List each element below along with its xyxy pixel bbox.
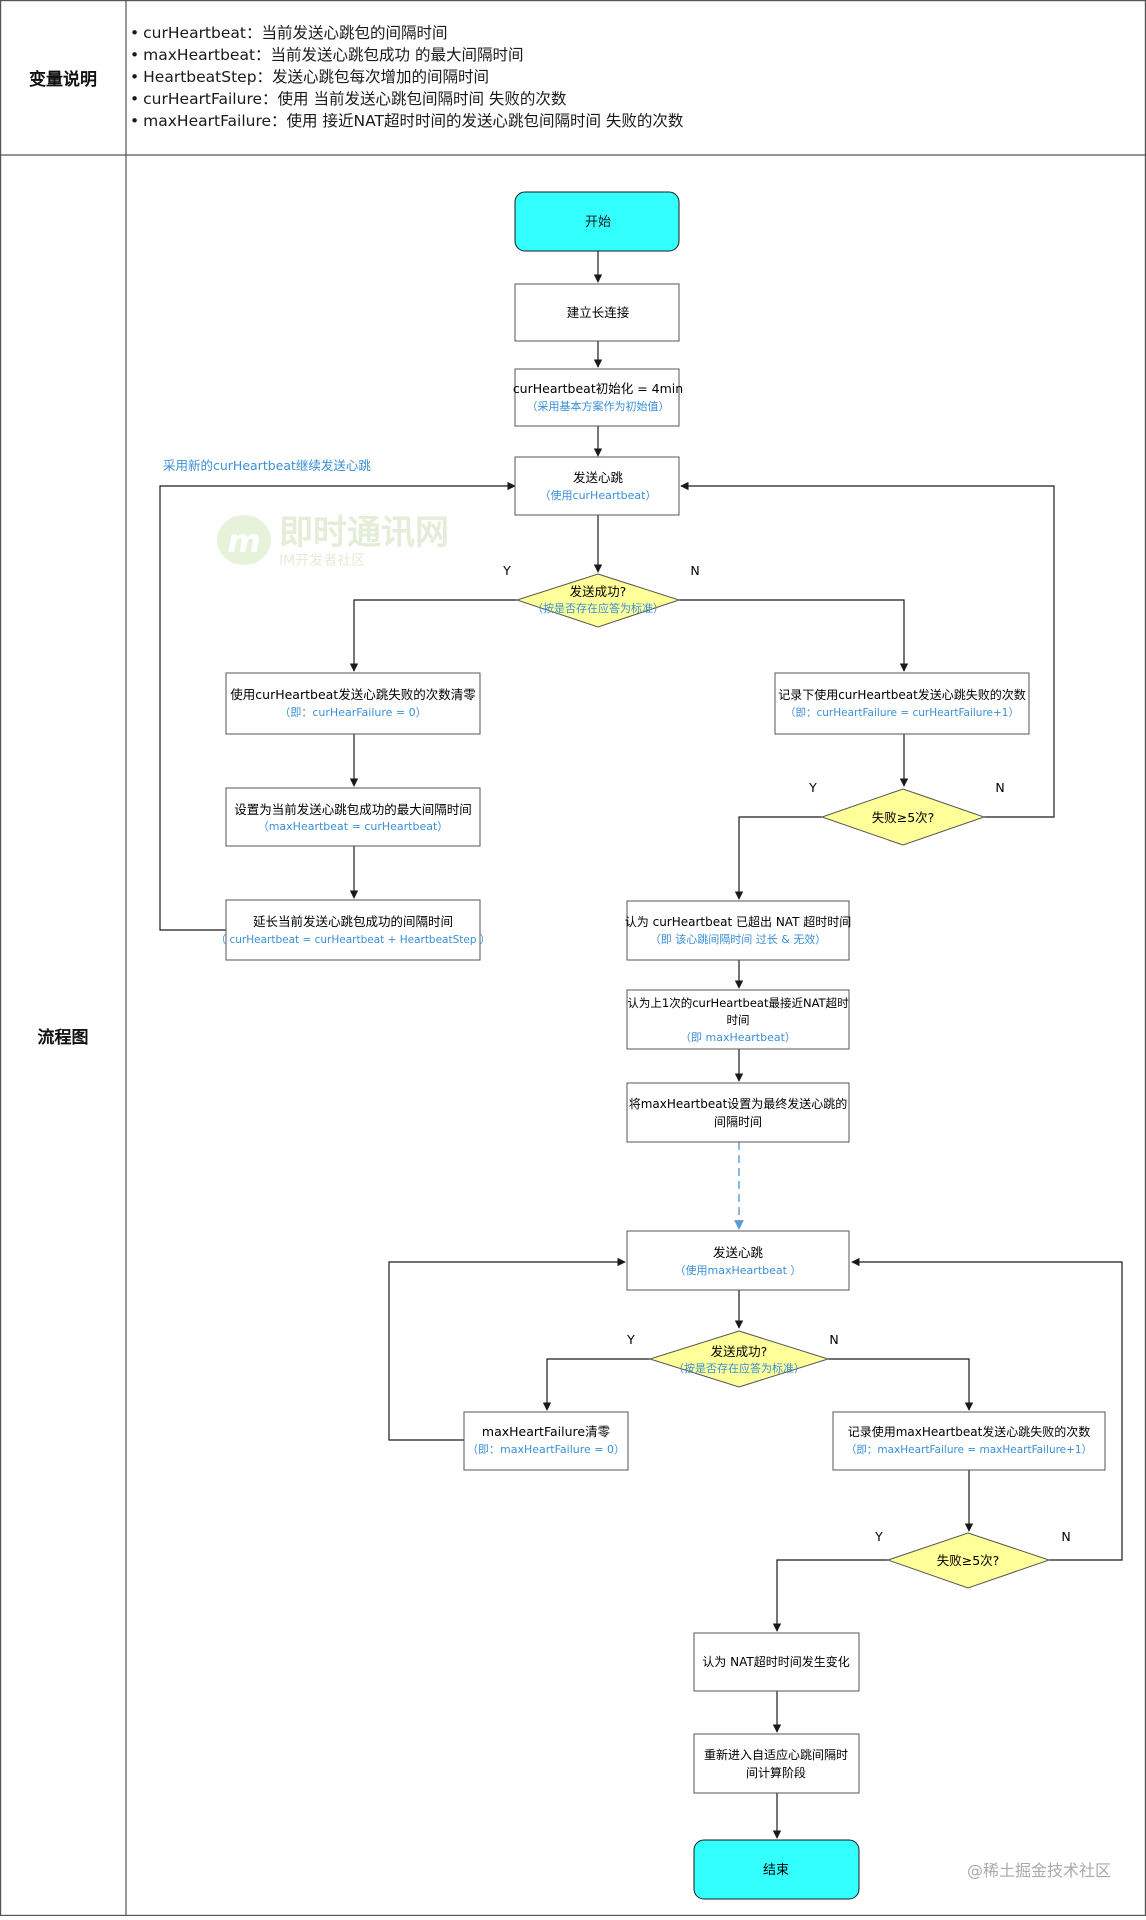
- variable-item: •curHeartFailure：使用 当前发送心跳包间隔时间 失败的次数: [130, 90, 567, 108]
- footer-watermark: @稀土掘金技术社区: [967, 1861, 1111, 1880]
- variable-item: •maxHeartFailure：使用 接近NAT超时时间的发送心跳包间隔时间 …: [130, 112, 684, 130]
- init-node: curHeartbeat初始化 = 4min （采用基本方案作为初始值）: [513, 368, 683, 427]
- init-sub: （采用基本方案作为初始值）: [527, 399, 670, 413]
- dec2-no-label: N: [829, 1332, 838, 1347]
- send1-sub: （使用curHeartbeat）: [540, 489, 657, 502]
- dec1-no-label: N: [690, 563, 699, 578]
- variable-item: •maxHeartbeat：当前发送心跳包成功 的最大间隔时间: [130, 46, 524, 64]
- variable-desc: 当前发送心跳包的间隔时间: [261, 24, 448, 42]
- reenter-line1: 重新进入自适应心跳间隔时: [704, 1747, 848, 1762]
- dec1-yes-label: Y: [502, 563, 511, 578]
- send-heartbeat-node-1: 发送心跳 （使用curHeartbeat）: [514, 456, 680, 516]
- start-node: 开始: [514, 191, 680, 252]
- send2-main: 发送心跳: [713, 1245, 764, 1260]
- last-sub: （即 maxHeartbeat）: [680, 1031, 796, 1044]
- record2-main: 记录使用maxHeartbeat发送心跳失败的次数: [848, 1424, 1091, 1439]
- dec2-sub: （按是否存在应答为标准）: [673, 1361, 805, 1375]
- final-line2: 间隔时间: [714, 1115, 762, 1129]
- variable-desc: 发送心跳包每次增加的间隔时间: [272, 68, 490, 86]
- end-label: 结束: [763, 1863, 789, 1878]
- fail1-no-label: N: [995, 780, 1004, 795]
- dec2-yes-label: Y: [626, 1332, 635, 1347]
- variable-name: maxHeartFailure：使用: [143, 112, 318, 130]
- final-interval-node: 将maxHeartbeat设置为最终发送心跳的 间隔时间: [626, 1082, 850, 1143]
- svg-text:m: m: [227, 522, 260, 560]
- variable-name: HeartbeatStep：: [143, 68, 273, 86]
- record-failure-node-2: 记录使用maxHeartbeat发送心跳失败的次数 （即：maxHeartFai…: [832, 1411, 1106, 1471]
- last-line2: 时间: [727, 1013, 750, 1027]
- record1-sub: （即：curHeartFailure = curHeartFailure+1）: [785, 707, 1019, 719]
- dec2-main: 发送成功?: [711, 1344, 768, 1359]
- variable-item: •HeartbeatStep：发送心跳包每次增加的间隔时间: [130, 68, 490, 86]
- watermark-logo: m 即时通讯网 IM开发者社区: [217, 513, 449, 569]
- setmax-main: 设置为当前发送心跳包成功的最大间隔时间: [234, 802, 472, 817]
- start-label: 开始: [585, 215, 611, 230]
- final-line1: 将maxHeartbeat设置为最终发送心跳的: [629, 1096, 848, 1111]
- dec1-sub: （按是否存在应答为标准）: [532, 601, 664, 615]
- setmax-sub: （maxHeartbeat = curHeartbeat）: [258, 820, 449, 833]
- fail1-label: 失败≥5次?: [872, 810, 935, 825]
- connect-node: 建立长连接: [514, 283, 680, 342]
- last-closest-node: 认为上1次的curHeartbeat最接近NAT超时 时间 （即 maxHear…: [626, 989, 850, 1050]
- variable-list: •curHeartbeat：当前发送心跳包的间隔时间 •maxHeartbeat…: [130, 22, 683, 132]
- fail2-no-label: N: [1061, 1529, 1070, 1544]
- variable-name: curHeartFailure：使用: [143, 90, 309, 108]
- end-node: 结束: [693, 1839, 860, 1900]
- nat-sub: （即 该心跳间隔时间 过长 & 无效）: [650, 932, 827, 946]
- reenter-line2: 间计算阶段: [746, 1765, 806, 1780]
- connect-label: 建立长连接: [567, 305, 630, 320]
- variable-desc: 接近NAT超时时间的发送心跳包间隔时间 失败的次数: [322, 112, 684, 130]
- reset-failure-node-1: 使用curHeartbeat发送心跳失败的次数清零 （即：curHearFail…: [225, 672, 481, 735]
- decision-node-2: 发送成功? （按是否存在应答为标准）: [648, 1330, 830, 1388]
- variable-desc: 当前发送心跳包间隔时间 失败的次数: [313, 90, 567, 108]
- fail-count-decision-2: 失败≥5次?: [886, 1532, 1051, 1589]
- set-max-node: 设置为当前发送心跳包成功的最大间隔时间 （maxHeartbeat = curH…: [225, 787, 481, 847]
- reenter-node: 重新进入自适应心跳间隔时 间计算阶段: [693, 1733, 860, 1794]
- record-failure-node-1: 记录下使用curHeartbeat发送心跳失败的次数 （即：curHeartFa…: [774, 672, 1030, 735]
- init-main: curHeartbeat初始化 = 4min: [513, 381, 683, 396]
- send2-sub: （使用maxHeartbeat ）: [675, 1264, 802, 1277]
- nat-change-node: 认为 NAT超时时间发生变化: [693, 1632, 860, 1692]
- variable-name: maxHeartbeat：: [143, 46, 271, 64]
- variable-name: curHeartbeat：: [143, 24, 262, 42]
- extend-interval-node: 延长当前发送心跳包成功的间隔时间 （ curHeartbeat = curHea…: [216, 899, 491, 961]
- row-label-variables: 变量说明: [29, 70, 97, 90]
- send-heartbeat-node-2: 发送心跳 （使用maxHeartbeat ）: [626, 1230, 850, 1291]
- decision-node-1: 发送成功? （按是否存在应答为标准）: [515, 573, 681, 628]
- reset1-sub: （即：curHearFailure = 0）: [279, 706, 426, 719]
- fail2-label: 失败≥5次?: [937, 1553, 1000, 1568]
- extend-sub: （ curHeartbeat = curHeartbeat + Heartbea…: [216, 934, 491, 946]
- fail2-yes-label: Y: [874, 1529, 883, 1544]
- extend-main: 延长当前发送心跳包成功的间隔时间: [253, 914, 453, 929]
- loop-note: 采用新的curHeartbeat继续发送心跳: [163, 458, 371, 473]
- watermark-logo-text: 即时通讯网: [279, 513, 449, 553]
- reset-failure-node-2: maxHeartFailure清零 （即：maxHeartFailure = 0…: [463, 1411, 629, 1471]
- send1-main: 发送心跳: [573, 470, 624, 485]
- watermark-logo-sub: IM开发者社区: [279, 553, 365, 569]
- fail1-yes-label: Y: [808, 780, 817, 795]
- connectors: [159, 251, 1123, 1839]
- variable-item: •curHeartbeat：当前发送心跳包的间隔时间: [130, 24, 448, 42]
- dec1-main: 发送成功?: [570, 584, 627, 599]
- fail-count-decision-1: 失败≥5次?: [820, 788, 986, 846]
- reset2-main: maxHeartFailure清零: [482, 1424, 611, 1439]
- record1-main: 记录下使用curHeartbeat发送心跳失败的次数: [778, 687, 1026, 702]
- nat-exceeded-node: 认为 curHeartbeat 已超出 NAT 超时时间 （即 该心跳间隔时间 …: [625, 900, 851, 961]
- record2-sub: （即：maxHeartFailure = maxHeartFailure+1）: [846, 1444, 1092, 1456]
- last-line1: 认为上1次的curHeartbeat最接近NAT超时: [627, 996, 849, 1010]
- reset1-main: 使用curHeartbeat发送心跳失败的次数清零: [230, 687, 476, 702]
- nat-main: 认为 curHeartbeat 已超出 NAT 超时时间: [625, 914, 851, 929]
- row-label-flowchart: 流程图: [37, 1027, 89, 1048]
- variable-desc: 当前发送心跳包成功 的最大间隔时间: [270, 46, 524, 64]
- natchange-label: 认为 NAT超时时间发生变化: [702, 1654, 849, 1669]
- reset2-sub: （即：maxHeartFailure = 0）: [467, 1443, 625, 1456]
